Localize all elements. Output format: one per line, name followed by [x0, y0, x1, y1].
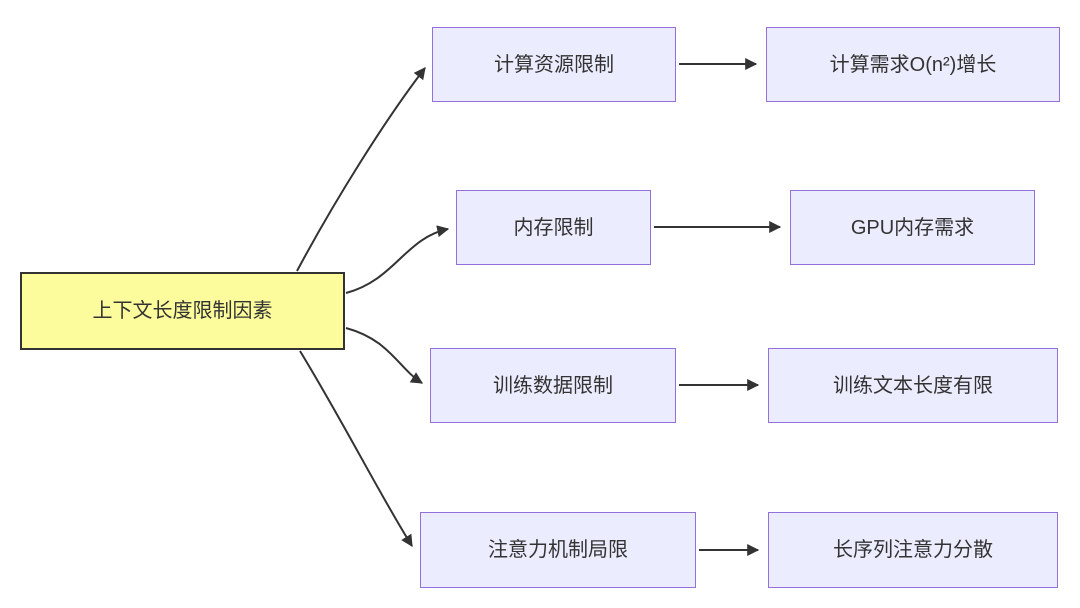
- node-label: 训练文本长度有限: [833, 374, 993, 397]
- edge-root-to-mid-2: [345, 327, 424, 384]
- node-root-label: 上下文长度限制因素: [92, 300, 273, 322]
- node-mid-training-data: 训练数据限制: [430, 348, 676, 423]
- node-end-attention-dispersion: 长序列注意力分散: [768, 512, 1058, 588]
- node-end-text-length: 训练文本长度有限: [768, 348, 1058, 423]
- edge-root-to-mid-1: [345, 225, 450, 294]
- edge-root-to-mid-3: [299, 350, 413, 548]
- node-label: 内存限制: [513, 216, 594, 239]
- node-end-gpu-memory: GPU内存需求: [790, 190, 1035, 265]
- node-root: 上下文长度限制因素: [20, 272, 345, 350]
- edge-root-to-mid-0: [296, 67, 426, 272]
- node-mid-memory: 内存限制: [456, 190, 651, 265]
- node-label: GPU内存需求: [850, 216, 975, 239]
- node-label: 长序列注意力分散: [833, 539, 993, 561]
- node-end-compute-growth: 计算需求O(n²)增长: [766, 27, 1060, 102]
- node-label: 注意力机制局限: [488, 539, 628, 561]
- node-label: 训练数据限制: [493, 374, 613, 397]
- node-mid-compute: 计算资源限制: [432, 27, 676, 102]
- node-mid-attention: 注意力机制局限: [420, 512, 696, 588]
- node-label: 计算需求O(n²)增长: [829, 53, 997, 76]
- node-label: 计算资源限制: [494, 53, 614, 76]
